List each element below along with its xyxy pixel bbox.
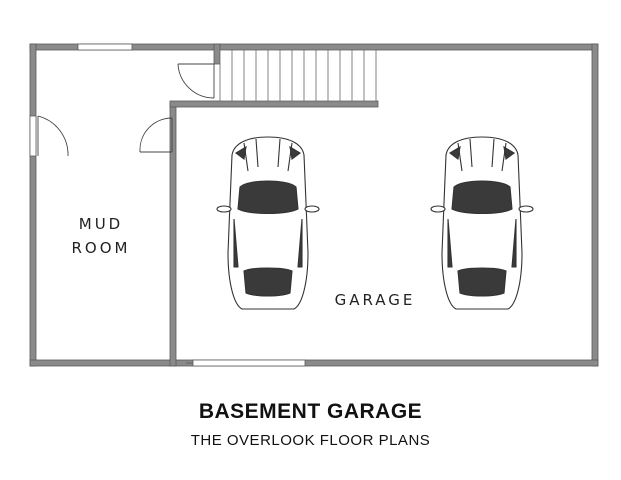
door-swing-icon bbox=[37, 63, 215, 157]
plan-subtitle: THE OVERLOOK FLOOR PLANS bbox=[190, 432, 431, 449]
outer-walls bbox=[29, 43, 599, 367]
window-left bbox=[29, 115, 37, 157]
wall-right bbox=[591, 43, 599, 367]
stairs-icon bbox=[219, 49, 377, 102]
wall-bottom bbox=[29, 359, 599, 367]
wall-left bbox=[29, 43, 37, 367]
plan-title: BASEMENT GARAGE bbox=[198, 400, 423, 423]
room-label-mud: MUD bbox=[79, 215, 123, 233]
window-bottom-garage bbox=[192, 359, 306, 367]
floor-plan: MUD ROOM GARAGE bbox=[29, 43, 599, 367]
wall-mudroom-garage bbox=[169, 102, 177, 367]
windows bbox=[29, 43, 306, 367]
room-label-garage: GARAGE bbox=[335, 291, 416, 309]
car-icon-right bbox=[430, 136, 534, 310]
wall-stair-left bbox=[213, 43, 221, 65]
car-icon-left bbox=[216, 136, 320, 310]
wall-stair-bottom bbox=[169, 100, 379, 108]
window-top bbox=[77, 43, 133, 51]
room-label-room: ROOM bbox=[72, 239, 131, 257]
